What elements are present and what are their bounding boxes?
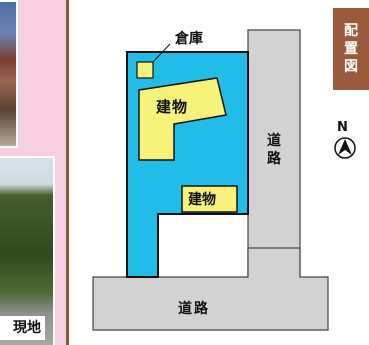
- storage-box: [136, 61, 154, 79]
- badge-char: 置: [344, 41, 358, 57]
- road-bottom-label: 道路: [178, 301, 210, 317]
- site-photo-top: [0, 0, 18, 148]
- photo-caption: 現地: [0, 316, 45, 340]
- road-right-label: 道 路: [264, 132, 284, 168]
- north-label: N: [337, 120, 348, 135]
- road-right-char: 道: [267, 133, 281, 149]
- road-right-char: 路: [267, 151, 281, 167]
- site-plan-badge: 配 置 図: [333, 8, 369, 90]
- badge-char: 図: [344, 59, 358, 75]
- storage-label: 倉庫: [175, 31, 203, 47]
- building-main-label: 建物: [156, 98, 189, 116]
- building-small-label: 建物: [188, 192, 216, 208]
- panel-divider: [66, 0, 69, 345]
- building-main: [138, 77, 227, 161]
- storage-leader: [152, 43, 171, 63]
- site-photo-bottom: [0, 156, 55, 345]
- badge-char: 配: [344, 23, 358, 39]
- north-arrow-icon: [338, 139, 352, 155]
- building-small: [181, 185, 238, 213]
- road-bottom: [92, 247, 329, 331]
